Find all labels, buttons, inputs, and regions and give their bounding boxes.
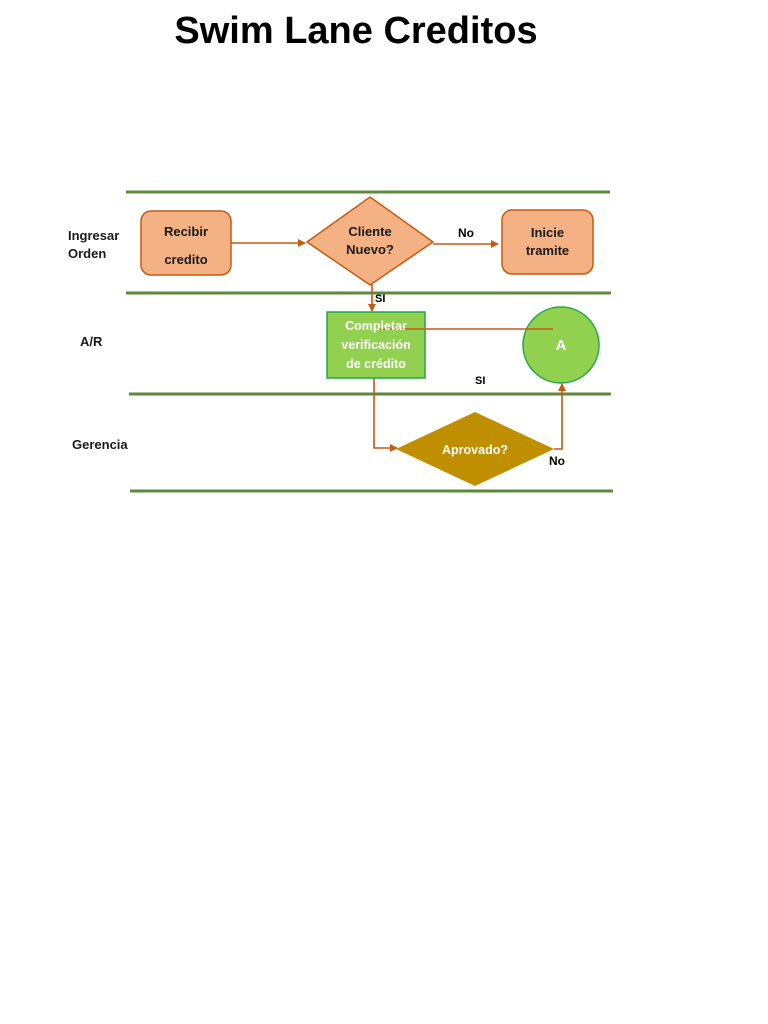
node-text-line: de crédito xyxy=(346,357,406,371)
completar-verificacion-text: Completar verificación de crédito xyxy=(327,317,425,374)
node-text-line: credito xyxy=(164,252,208,267)
lane-label-line: A/R xyxy=(80,334,103,349)
edge-label-no-bottom: No xyxy=(549,454,565,468)
node-text-line: verificación xyxy=(341,338,411,352)
lane-label-line: Gerencia xyxy=(72,437,128,452)
completar-verificacion-box xyxy=(326,311,426,379)
cliente-nuevo-diamond xyxy=(305,196,435,286)
arrow-completar-to-aprovado xyxy=(373,378,398,452)
connector-a-text: A xyxy=(541,336,581,356)
lane-label-gerencia: Gerencia xyxy=(72,436,128,454)
edge-label-si-down: SI xyxy=(375,293,386,305)
recibir-credito-box xyxy=(140,210,232,276)
node-text-line: Inicie xyxy=(530,225,565,240)
node-text-line: Recibir xyxy=(163,224,209,239)
inicie-tramite-box xyxy=(501,209,594,275)
node-text-line: Completar xyxy=(345,319,407,333)
aprovado-diamond xyxy=(396,412,554,486)
inicie-tramite-text: Inicie tramite xyxy=(502,224,593,260)
recibir-credito-text: Recibir credito xyxy=(141,218,231,274)
lane-label-ar: A/R xyxy=(80,333,102,351)
connector-a-circle xyxy=(522,306,600,384)
cliente-nuevo-text: Cliente Nuevo? xyxy=(320,223,420,259)
lane-label-line: Orden xyxy=(68,246,107,261)
lane-label-line: Ingresar xyxy=(68,228,120,243)
node-text-line: tramite xyxy=(525,243,570,258)
aprovado-text: Aprovado? xyxy=(425,440,525,460)
aprovado-label: Aprovado? xyxy=(442,443,508,457)
node-text-line: Nuevo? xyxy=(346,242,394,257)
lane-label-ingresar-orden: Ingresar Orden xyxy=(68,227,119,263)
page-title: Swim Lane Creditos xyxy=(174,10,538,52)
arrow-aprovado-to-a xyxy=(554,383,566,450)
edge-label-no-top: No xyxy=(458,226,474,240)
node-text-line: Cliente xyxy=(348,224,392,239)
connector-a-label: A xyxy=(555,337,567,354)
edge-label-si-right: SI xyxy=(475,375,486,387)
